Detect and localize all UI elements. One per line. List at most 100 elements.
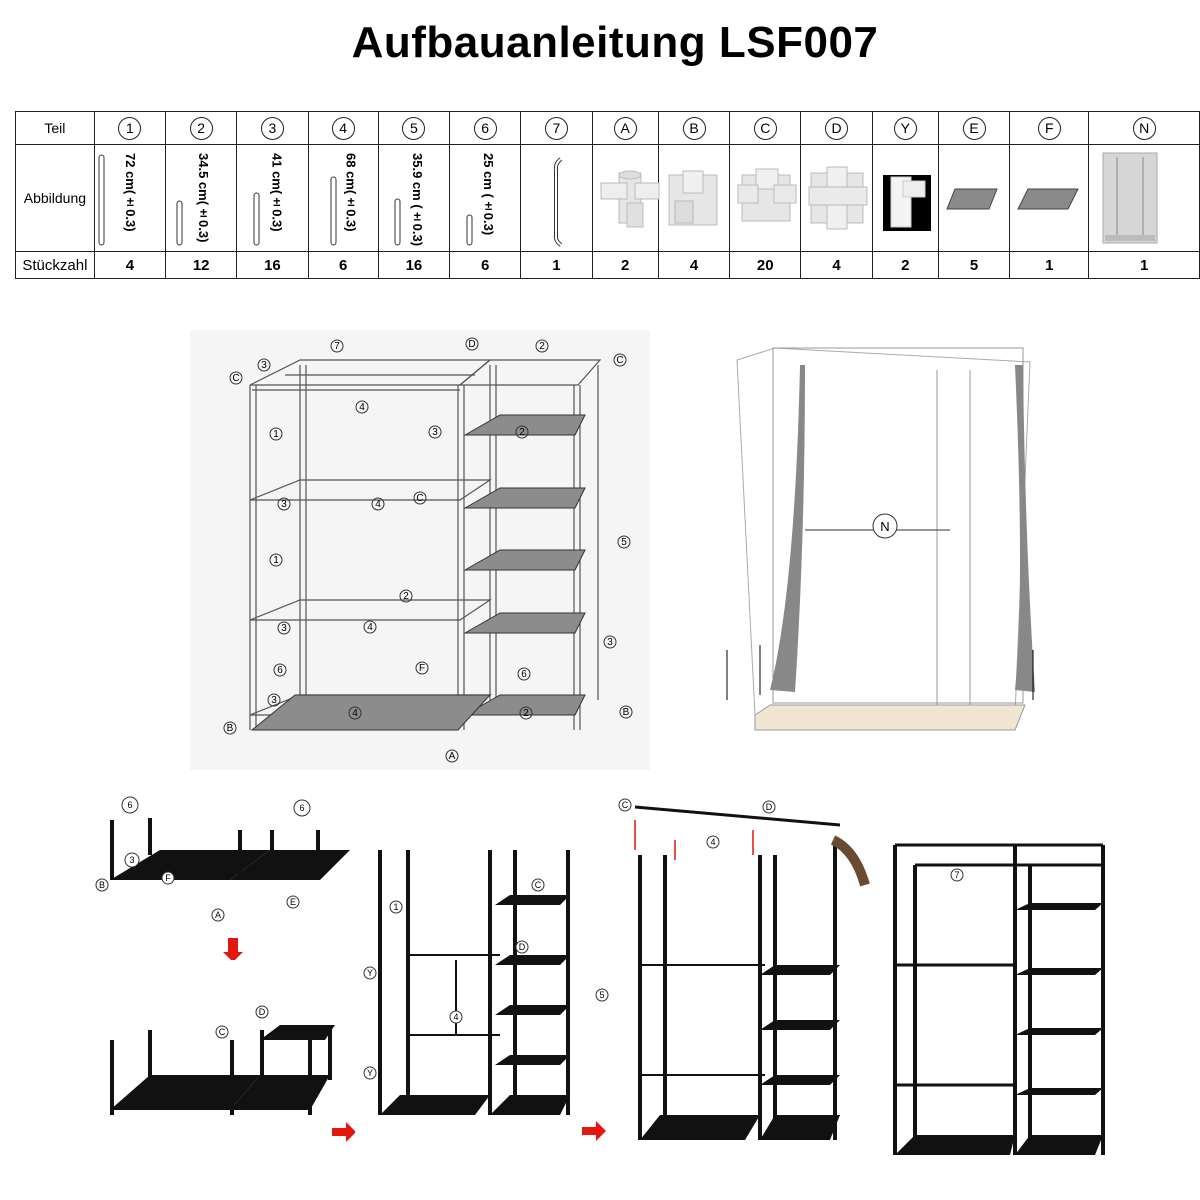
- part-count: 4: [657, 251, 731, 279]
- svg-text:2: 2: [403, 591, 409, 602]
- svg-text:7: 7: [334, 341, 340, 352]
- svg-text:1: 1: [273, 429, 279, 440]
- part-id: A: [613, 116, 637, 140]
- shelf-e-icon: [946, 188, 998, 210]
- assembly-step-3: 1 4 5 Y Y D C: [363, 850, 609, 1141]
- svg-text:4: 4: [367, 622, 373, 633]
- svg-text:2: 2: [519, 427, 525, 438]
- svg-text:2: 2: [523, 708, 529, 719]
- svg-text:A: A: [215, 910, 221, 920]
- svg-text:D: D: [468, 339, 475, 350]
- part-id: 6: [473, 116, 497, 140]
- label-D: D: [255, 1005, 269, 1019]
- part-id: 7: [544, 116, 568, 140]
- svg-text:C: C: [616, 355, 623, 366]
- hanging-rail-icon: [554, 157, 563, 247]
- part-count: 6: [449, 251, 522, 279]
- part-id: N: [1132, 116, 1156, 140]
- label-7: 7: [950, 868, 964, 882]
- label-C: C: [229, 371, 243, 385]
- label-1: 1: [389, 900, 403, 914]
- label-D: D: [465, 337, 479, 351]
- label-6: 6: [517, 667, 531, 681]
- label-C: C: [531, 878, 545, 892]
- svg-text:C: C: [535, 880, 542, 890]
- label-3: 3: [267, 693, 281, 707]
- svg-text:3: 3: [281, 623, 287, 634]
- part-id: E: [962, 116, 986, 140]
- svg-text:6: 6: [127, 800, 132, 810]
- part-count: 1: [1009, 251, 1090, 279]
- label-4: 4: [371, 497, 385, 511]
- part-id: B: [682, 116, 706, 140]
- svg-text:4: 4: [375, 499, 381, 510]
- assembly-step-5: 7: [893, 843, 1105, 1155]
- connector-d-icon: [808, 166, 868, 230]
- label-2: 2: [535, 339, 549, 353]
- svg-text:4: 4: [453, 1012, 458, 1022]
- svg-text:C: C: [622, 800, 629, 810]
- frame-exploded-diagram: 7 D 2 C C 3 4 1 3 2 4 3 C 5 1 2 3 4 3 6 …: [190, 330, 650, 770]
- label-4: 4: [348, 706, 362, 720]
- svg-text:3: 3: [261, 360, 267, 371]
- label-5: 5: [617, 535, 631, 549]
- svg-text:4: 4: [710, 837, 715, 847]
- part-id: Y: [893, 116, 917, 140]
- label-4: 4: [355, 400, 369, 414]
- pole-35-icon: [394, 198, 401, 246]
- label-4: 4: [706, 835, 720, 849]
- part-id: 5: [402, 116, 426, 140]
- svg-text:C: C: [232, 373, 239, 384]
- label-C: C: [413, 491, 427, 505]
- part-count: 4: [93, 251, 167, 279]
- label-3: 3: [277, 497, 291, 511]
- connector-y-icon: [882, 175, 931, 231]
- part-id: 3: [260, 116, 284, 140]
- svg-text:B: B: [623, 707, 630, 718]
- svg-text:1: 1: [393, 902, 398, 912]
- svg-text:4: 4: [352, 708, 358, 719]
- label-3: 3: [603, 635, 617, 649]
- table-row-part-ids: Teil 1 2 3 4 5 6 7 A B C D Y E F N: [15, 111, 1200, 145]
- svg-text:3: 3: [129, 855, 134, 865]
- svg-text:D: D: [259, 1007, 266, 1017]
- label-C: C: [613, 353, 627, 367]
- part-length: 41 cm(±0.3): [269, 153, 285, 232]
- part-id: 2: [189, 116, 213, 140]
- svg-text:5: 5: [599, 990, 604, 1000]
- label-F: F: [415, 661, 429, 675]
- label-6: 6: [273, 663, 287, 677]
- assembly-step-2: D C: [110, 1005, 355, 1142]
- svg-text:4: 4: [359, 402, 365, 413]
- svg-text:6: 6: [299, 803, 304, 813]
- part-length: 68 cm(±0.3): [343, 153, 359, 232]
- part-count: 2: [591, 251, 659, 279]
- label-2: 2: [515, 425, 529, 439]
- label-Y: Y: [363, 966, 377, 980]
- label-D: D: [762, 800, 776, 814]
- svg-text:3: 3: [607, 637, 613, 648]
- label-3: 3: [277, 621, 291, 635]
- part-id: 4: [331, 116, 355, 140]
- label-1: 1: [269, 553, 283, 567]
- label-7: 7: [330, 339, 344, 353]
- svg-text:1: 1: [273, 555, 279, 566]
- label-A: A: [445, 749, 459, 763]
- part-length: 34.5 cm(±0.3): [196, 153, 212, 243]
- label-C: C: [215, 1025, 229, 1039]
- table-row-images: Abbildung 72 cm(±0.3) 34.5 cm(±0.3) 41 c…: [15, 144, 1200, 252]
- pole-25-icon: [466, 214, 473, 246]
- part-count: 5: [937, 251, 1011, 279]
- label-B: B: [95, 878, 109, 892]
- svg-text:F: F: [165, 873, 171, 883]
- svg-text:B: B: [227, 723, 234, 734]
- svg-text:7: 7: [954, 870, 959, 880]
- label-F: F: [161, 871, 175, 885]
- assembly-step-4: C D 4: [618, 798, 870, 1140]
- part-count: 6: [307, 251, 379, 279]
- svg-text:D: D: [519, 942, 526, 952]
- label-B: B: [223, 721, 237, 735]
- svg-text:5: 5: [621, 537, 627, 548]
- cover-diagram: N: [726, 347, 1035, 731]
- assembly-step-1: 6 6 3 B F E A: [95, 796, 350, 960]
